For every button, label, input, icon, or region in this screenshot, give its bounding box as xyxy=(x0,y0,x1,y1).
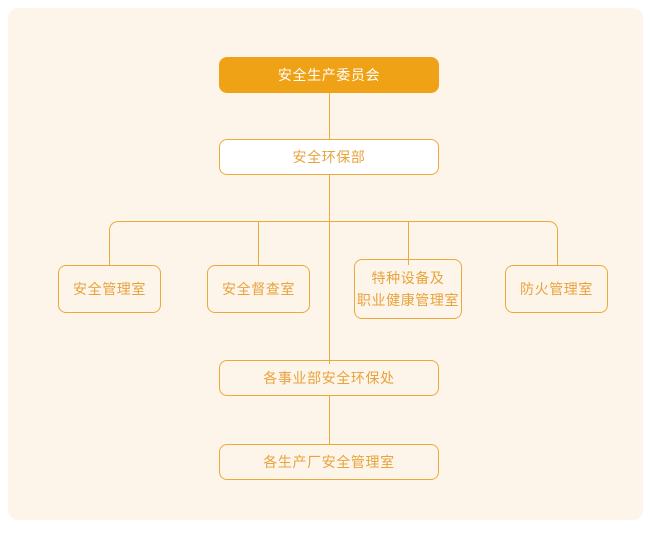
node-office-1-label: 安全管理室 xyxy=(73,281,146,297)
node-office-2-label: 安全督查室 xyxy=(222,281,295,297)
node-dept-label: 安全环保部 xyxy=(292,149,366,165)
node-office-3-label-line-2: 职业健康管理室 xyxy=(356,292,460,308)
org-chart-panel: 安全生产委员会 安全环保部 安全管理室 安全督查室 特种设备及 职业健康管理室 … xyxy=(8,8,643,520)
node-office-3-label-line-1: 特种设备及 xyxy=(371,270,445,286)
connector-division-to-factory xyxy=(329,396,330,444)
connector-dept-trunk xyxy=(329,174,330,364)
connector-root-to-dept xyxy=(329,93,330,141)
node-division-label: 各事业部安全环保处 xyxy=(263,370,395,386)
connector-bus xyxy=(109,221,558,265)
connector-bus-drop-2 xyxy=(258,221,259,265)
node-factory[interactable]: 各生产厂安全管理室 xyxy=(219,444,439,480)
node-office-3[interactable]: 特种设备及 职业健康管理室 xyxy=(354,259,462,319)
node-office-4-label: 防火管理室 xyxy=(520,281,593,297)
node-office-4[interactable]: 防火管理室 xyxy=(505,265,608,313)
node-division[interactable]: 各事业部安全环保处 xyxy=(219,360,439,396)
connector-bus-drop-3 xyxy=(408,221,409,265)
node-root[interactable]: 安全生产委员会 xyxy=(219,57,439,93)
node-office-1[interactable]: 安全管理室 xyxy=(58,265,161,313)
node-dept[interactable]: 安全环保部 xyxy=(219,139,439,175)
node-root-label: 安全生产委员会 xyxy=(277,67,381,83)
node-office-2[interactable]: 安全督查室 xyxy=(207,265,310,313)
node-factory-label: 各生产厂安全管理室 xyxy=(263,454,395,470)
